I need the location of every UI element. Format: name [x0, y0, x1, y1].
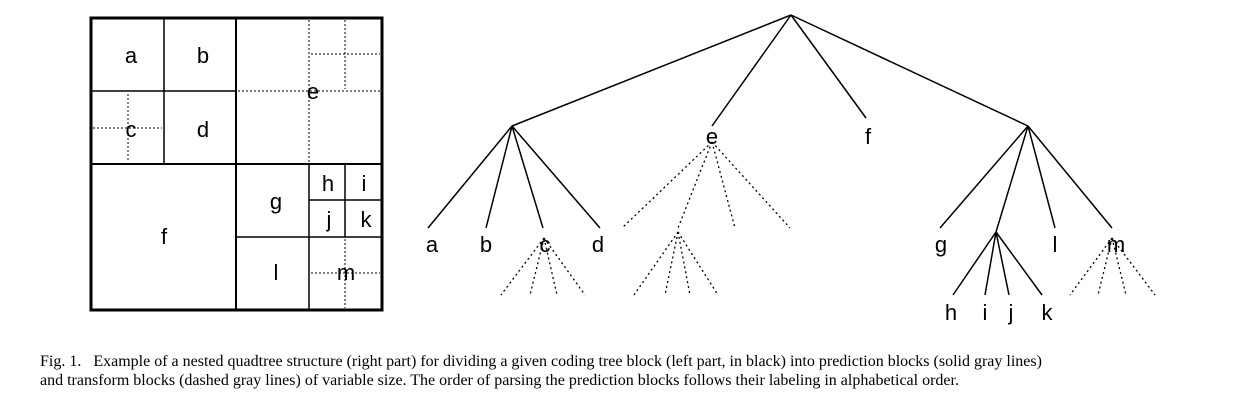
dash-e1-3 [677, 231, 691, 296]
tree-label-e: e [706, 124, 718, 149]
dash-c-1 [500, 237, 545, 296]
tree-label-i: i [983, 300, 988, 325]
tree-labels: e f a b c d g l m h i j k [426, 124, 1125, 325]
quadtree-dashed-edges [500, 141, 1156, 296]
edge-root-to-left [511, 14, 792, 127]
edge-to-a [427, 125, 513, 229]
quadtree-solid-edges [427, 14, 1113, 296]
tree-label-h: h [945, 300, 957, 325]
edge-to-l [1027, 125, 1056, 229]
tree-label-g: g [935, 232, 947, 257]
edge-to-k [995, 231, 1043, 296]
block-label-i: i [362, 171, 367, 196]
block-labels: a b c d e f g h i j k l m [125, 43, 373, 285]
dash-e1-4 [677, 231, 719, 296]
caption-text-line-1: Example of a nested quadtree structure (… [93, 353, 1042, 370]
block-label-g: g [270, 189, 282, 214]
edge-to-j [995, 231, 1010, 296]
edge-to-m [1027, 125, 1113, 229]
block-label-h: h [322, 171, 334, 196]
tree-label-m: m [1107, 232, 1125, 257]
figure-caption: Fig. 1. Example of a nested quadtree str… [40, 352, 1230, 390]
tree-label-j: j [1008, 300, 1014, 325]
tree-label-c: c [540, 232, 551, 257]
caption-line-1: Fig. 1. Example of a nested quadtree str… [40, 352, 1230, 371]
coding-tree-block [89, 16, 384, 312]
edge-to-h [952, 231, 997, 296]
edge-to-b [485, 125, 513, 229]
tree-label-b: b [480, 232, 492, 257]
block-label-d: d [197, 117, 209, 142]
dash-m-1 [1069, 237, 1113, 296]
caption-line-2: and transform blocks (dashed gray lines)… [40, 372, 959, 389]
dash-e-1 [621, 141, 713, 229]
edge-root-to-f [790, 14, 867, 119]
edge-root-to-right [790, 14, 1029, 127]
tree-label-k: k [1042, 300, 1054, 325]
block-label-a: a [125, 43, 138, 68]
block-label-l: l [274, 260, 279, 285]
dash-e-4 [711, 141, 791, 229]
dash-m-4 [1111, 237, 1156, 296]
edge-to-d [511, 125, 601, 229]
transform-split-lines [93, 20, 380, 308]
edge-to-g [939, 125, 1029, 229]
block-label-j: j [326, 207, 332, 232]
block-label-e: e [307, 79, 319, 104]
caption-figure-number: Fig. 1. [40, 353, 82, 370]
dash-e-3 [711, 141, 736, 229]
block-label-m: m [337, 260, 355, 285]
edge-to-hijk [995, 125, 1029, 233]
tree-label-l: l [1053, 232, 1058, 257]
tree-label-a: a [426, 232, 439, 257]
dash-c-4 [543, 237, 586, 296]
tree-label-d: d [592, 232, 604, 257]
edge-to-i [984, 231, 997, 296]
tree-label-f: f [865, 124, 872, 149]
block-label-b: b [197, 43, 209, 68]
dash-e-2 [677, 141, 713, 229]
edge-root-to-e [711, 14, 792, 127]
quadtree-figure: a b c d e f g h i j k l m [89, 14, 1156, 325]
dash-e1-2 [664, 231, 679, 296]
block-label-f: f [161, 224, 168, 249]
dash-e1-1 [633, 231, 679, 296]
edge-to-c [511, 125, 544, 229]
block-label-k: k [361, 207, 373, 232]
block-label-c: c [126, 117, 137, 142]
